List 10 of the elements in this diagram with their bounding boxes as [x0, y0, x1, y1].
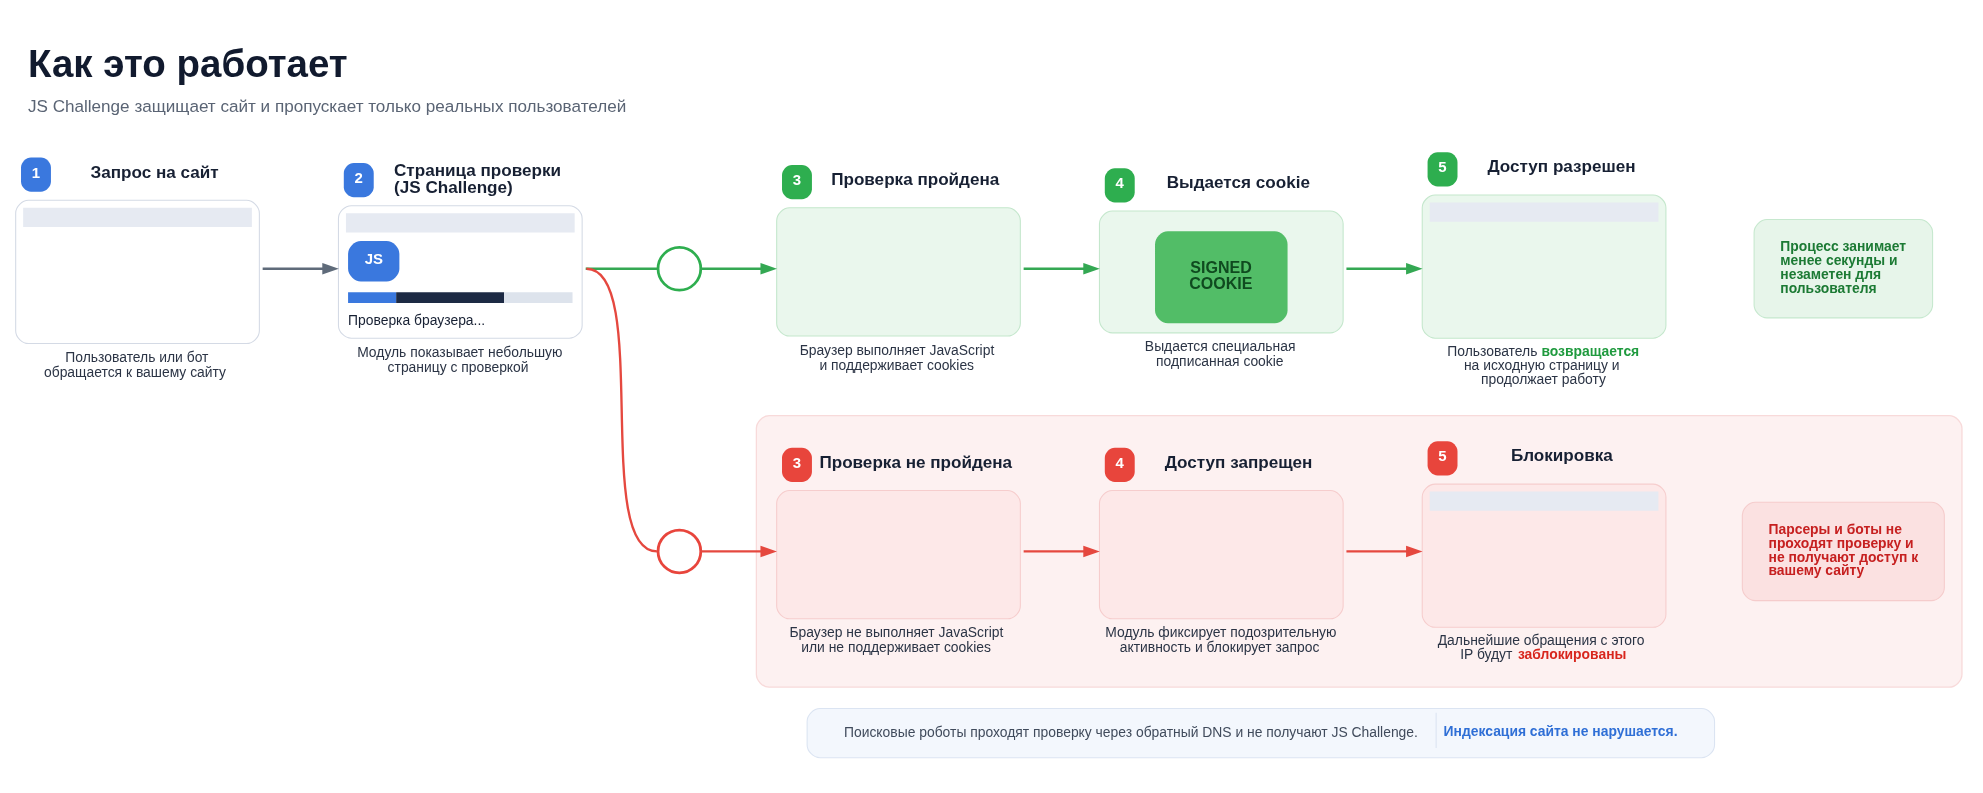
node-label: Дальнейшие обращения с этого IP будут заблокированы [1437, 631, 1645, 662]
node-label: Пользователь возвращается на исходную страницу и продолжает работу [1447, 342, 1640, 387]
node-label: Модуль показывает небольшую страницу с проверкой [357, 343, 563, 375]
node-label: Модуль фиксирует подозрительную активность и блокирует запрос [1105, 623, 1337, 655]
diagram-title: Как это работает [27, 41, 348, 85]
node-label: Браузер выполняет JavaScript и поддерживает cookies [799, 341, 995, 373]
node-label: Браузер не выполняет JavaScript или не поддерживает cookies [789, 623, 1004, 655]
caption: JS Challenge защищает сайт и пропускает только реальных пользователей [27, 96, 627, 116]
node-label: Пользователь или бот обращается к вашему сайту [44, 348, 227, 380]
node-label: Выдается специальная подписанная cookie [1144, 337, 1296, 369]
